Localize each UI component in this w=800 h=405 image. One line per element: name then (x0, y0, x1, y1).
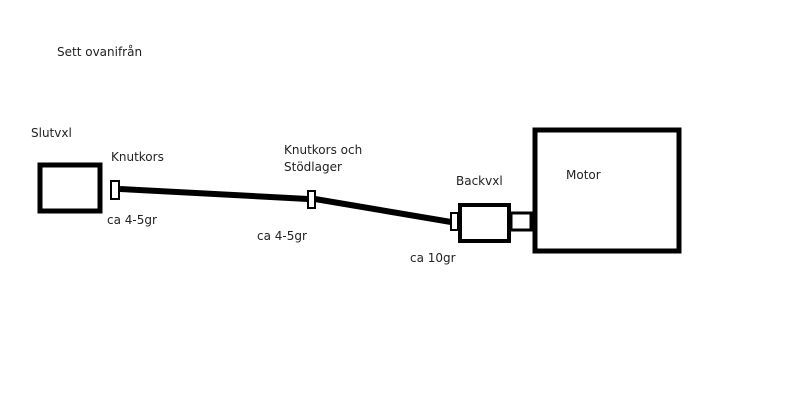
label-knutkors-1: Knutkors (111, 150, 164, 164)
knutkors-joint-2 (307, 190, 316, 209)
label-angle-2: ca 4-5gr (257, 229, 307, 243)
slutvxl-box (37, 162, 103, 214)
backvxl-box (458, 203, 511, 243)
motor-coupling (509, 211, 533, 232)
backvxl-joint (450, 212, 459, 231)
knutkors-joint-1 (110, 180, 120, 200)
label-knutkors-2-line1: Knutkors och (284, 143, 362, 157)
drive-shaft-1 (119, 186, 309, 202)
diagram-title: Sett ovanifrån (57, 45, 142, 59)
label-backvxl: Backvxl (456, 174, 503, 188)
label-knutkors-2-line2: Stödlager (284, 160, 342, 174)
motor-box (532, 127, 682, 254)
drive-shaft-2 (314, 196, 452, 225)
label-angle-3: ca 10gr (410, 251, 456, 265)
label-motor: Motor (566, 168, 601, 182)
label-angle-1: ca 4-5gr (107, 213, 157, 227)
label-slutvxl: Slutvxl (31, 126, 72, 140)
